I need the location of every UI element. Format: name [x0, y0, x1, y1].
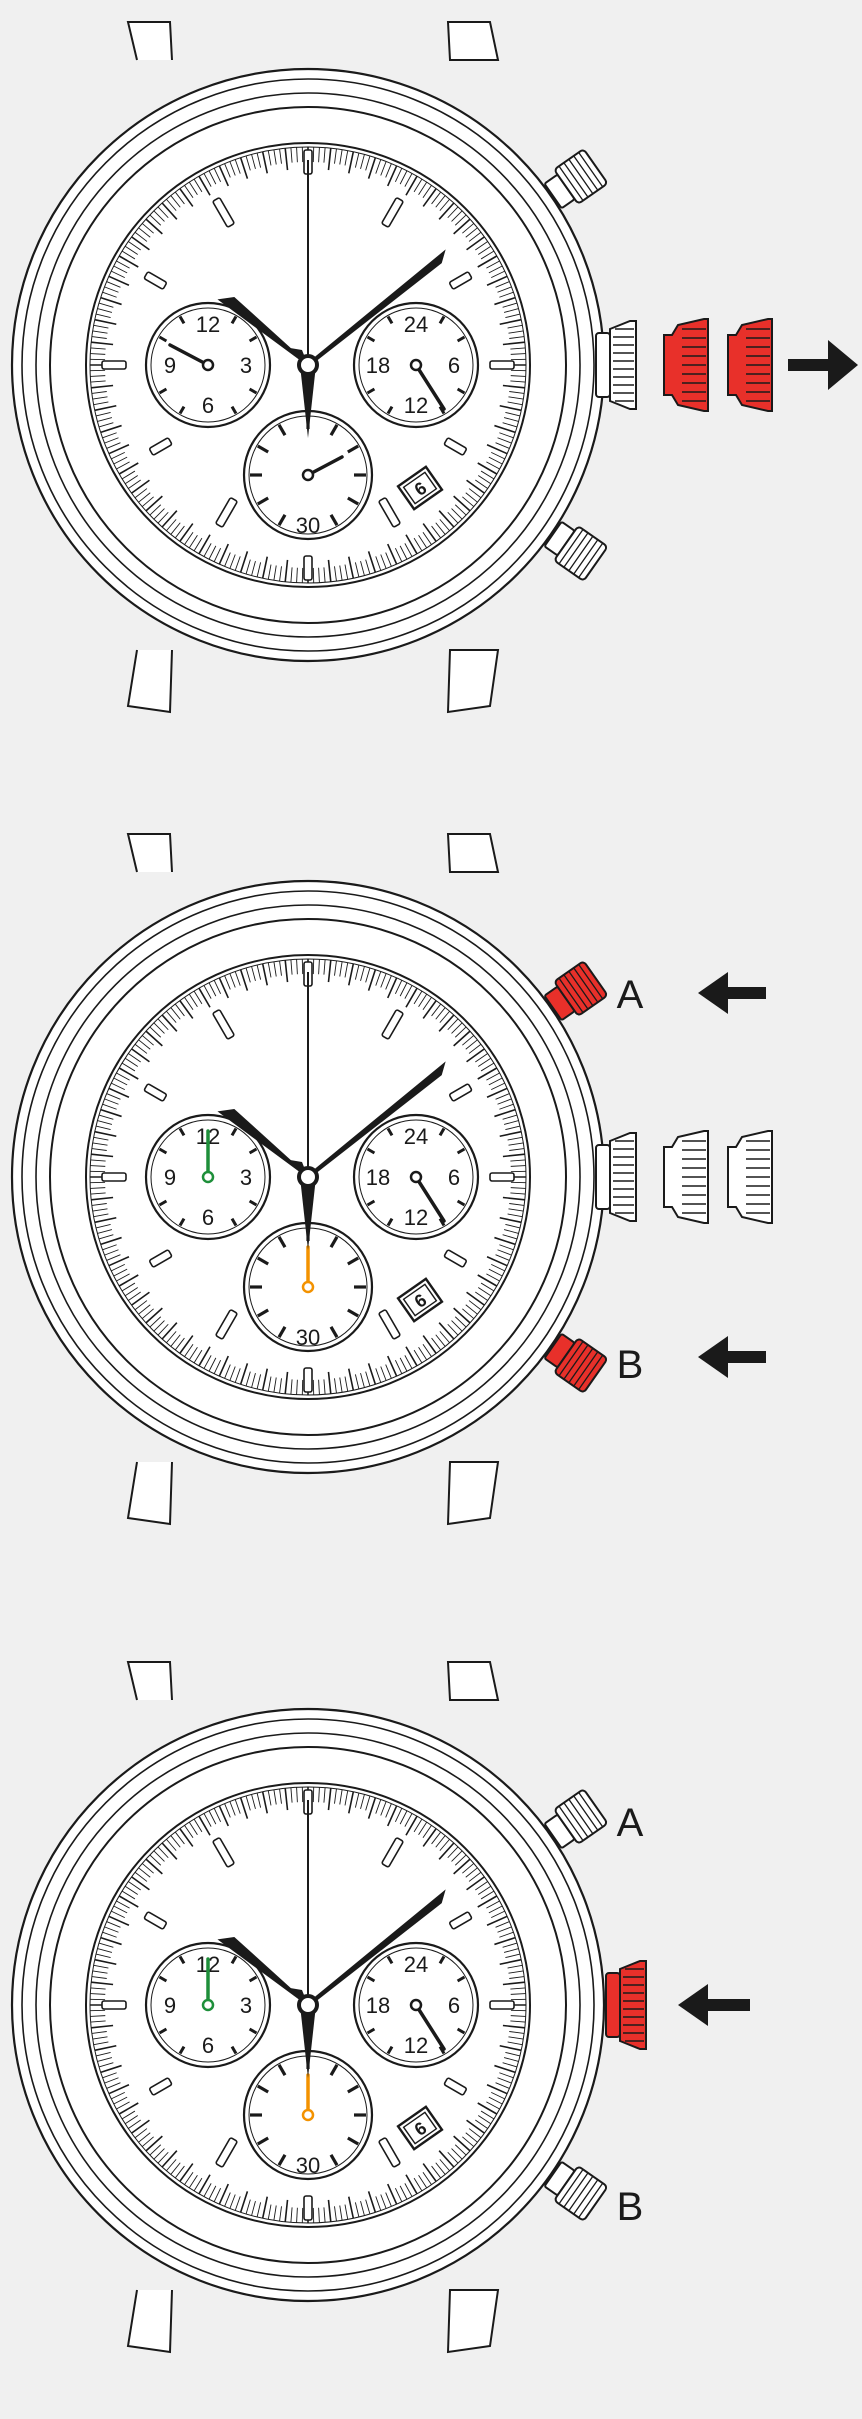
subdial-left-label-9: 9 [164, 1993, 176, 2018]
crown[interactable] [606, 1961, 646, 2049]
subdial-left-label-6: 6 [202, 393, 214, 418]
subdial-right-label-12: 12 [404, 1205, 428, 1230]
crown[interactable] [596, 1133, 636, 1221]
subdial-right-label-24: 24 [404, 1124, 428, 1149]
subdial-right-label-18: 18 [366, 1993, 390, 2018]
subdial-right-label-6: 6 [448, 1165, 460, 1190]
subdial-right: 24 6 12 18 [354, 303, 478, 427]
subdial-left-label-3: 3 [240, 1993, 252, 2018]
subdial-right-label-12: 12 [404, 393, 428, 418]
crown-pull-ghost-1 [664, 319, 708, 411]
lug-bottom-right [448, 650, 498, 712]
arrow-left-icon-a [698, 972, 766, 1014]
crown[interactable] [596, 321, 636, 409]
lug-bottom-left [128, 650, 172, 712]
subdial-right: 24 6 12 18 [354, 1115, 478, 1239]
subdial-left-label-3: 3 [240, 1165, 252, 1190]
subdial-left-label-6: 6 [202, 2033, 214, 2058]
subdial-bottom-label-30: 30 [296, 1325, 320, 1350]
pusher-a-label: A [617, 973, 644, 1017]
arrow-left-icon [678, 1984, 750, 2026]
crown-pull-ghost-2 [728, 1131, 772, 1223]
watch-step-1: 12 3 6 9 24 6 12 18 30 6 [12, 22, 858, 712]
center-pin [299, 356, 317, 374]
pusher-b-label: B [617, 1343, 644, 1387]
pusher-b-label: B [617, 2185, 644, 2229]
arrow-left-icon-b [698, 1336, 766, 1378]
subdial-left-label-9: 9 [164, 1165, 176, 1190]
subdial-right-label-18: 18 [366, 1165, 390, 1190]
subdial-bottom-label-30: 30 [296, 2153, 320, 2178]
subdial-bottom-label-30: 30 [296, 513, 320, 538]
crown-pull-ghost-2 [728, 319, 772, 411]
arrow-right-icon [788, 340, 858, 390]
subdial-right-label-6: 6 [448, 353, 460, 378]
center-pin [299, 1996, 317, 2014]
subdial-right-label-6: 6 [448, 1993, 460, 2018]
subdial-right-label-12: 12 [404, 2033, 428, 2058]
lug-top-left [128, 22, 172, 60]
watch-step-2: 12 3 6 9 24 6 12 18 30 6 [12, 834, 772, 1524]
pusher-a-label: A [617, 1801, 644, 1845]
subdial-left-label-9: 9 [164, 353, 176, 378]
crown-pull-ghost-1 [664, 1131, 708, 1223]
lug-top-right [448, 22, 498, 60]
watch-step-3: 12 3 6 9 24 6 12 18 30 6 [12, 1662, 750, 2352]
subdial-right-label-24: 24 [404, 1952, 428, 1977]
subdial-right-label-24: 24 [404, 312, 428, 337]
subdial-left-label-3: 3 [240, 353, 252, 378]
center-pin [299, 1168, 317, 1186]
subdial-left-label-6: 6 [202, 1205, 214, 1230]
subdial-right: 24 6 12 18 [354, 1943, 478, 2067]
subdial-left-label-12: 12 [196, 312, 220, 337]
subdial-right-label-18: 18 [366, 353, 390, 378]
